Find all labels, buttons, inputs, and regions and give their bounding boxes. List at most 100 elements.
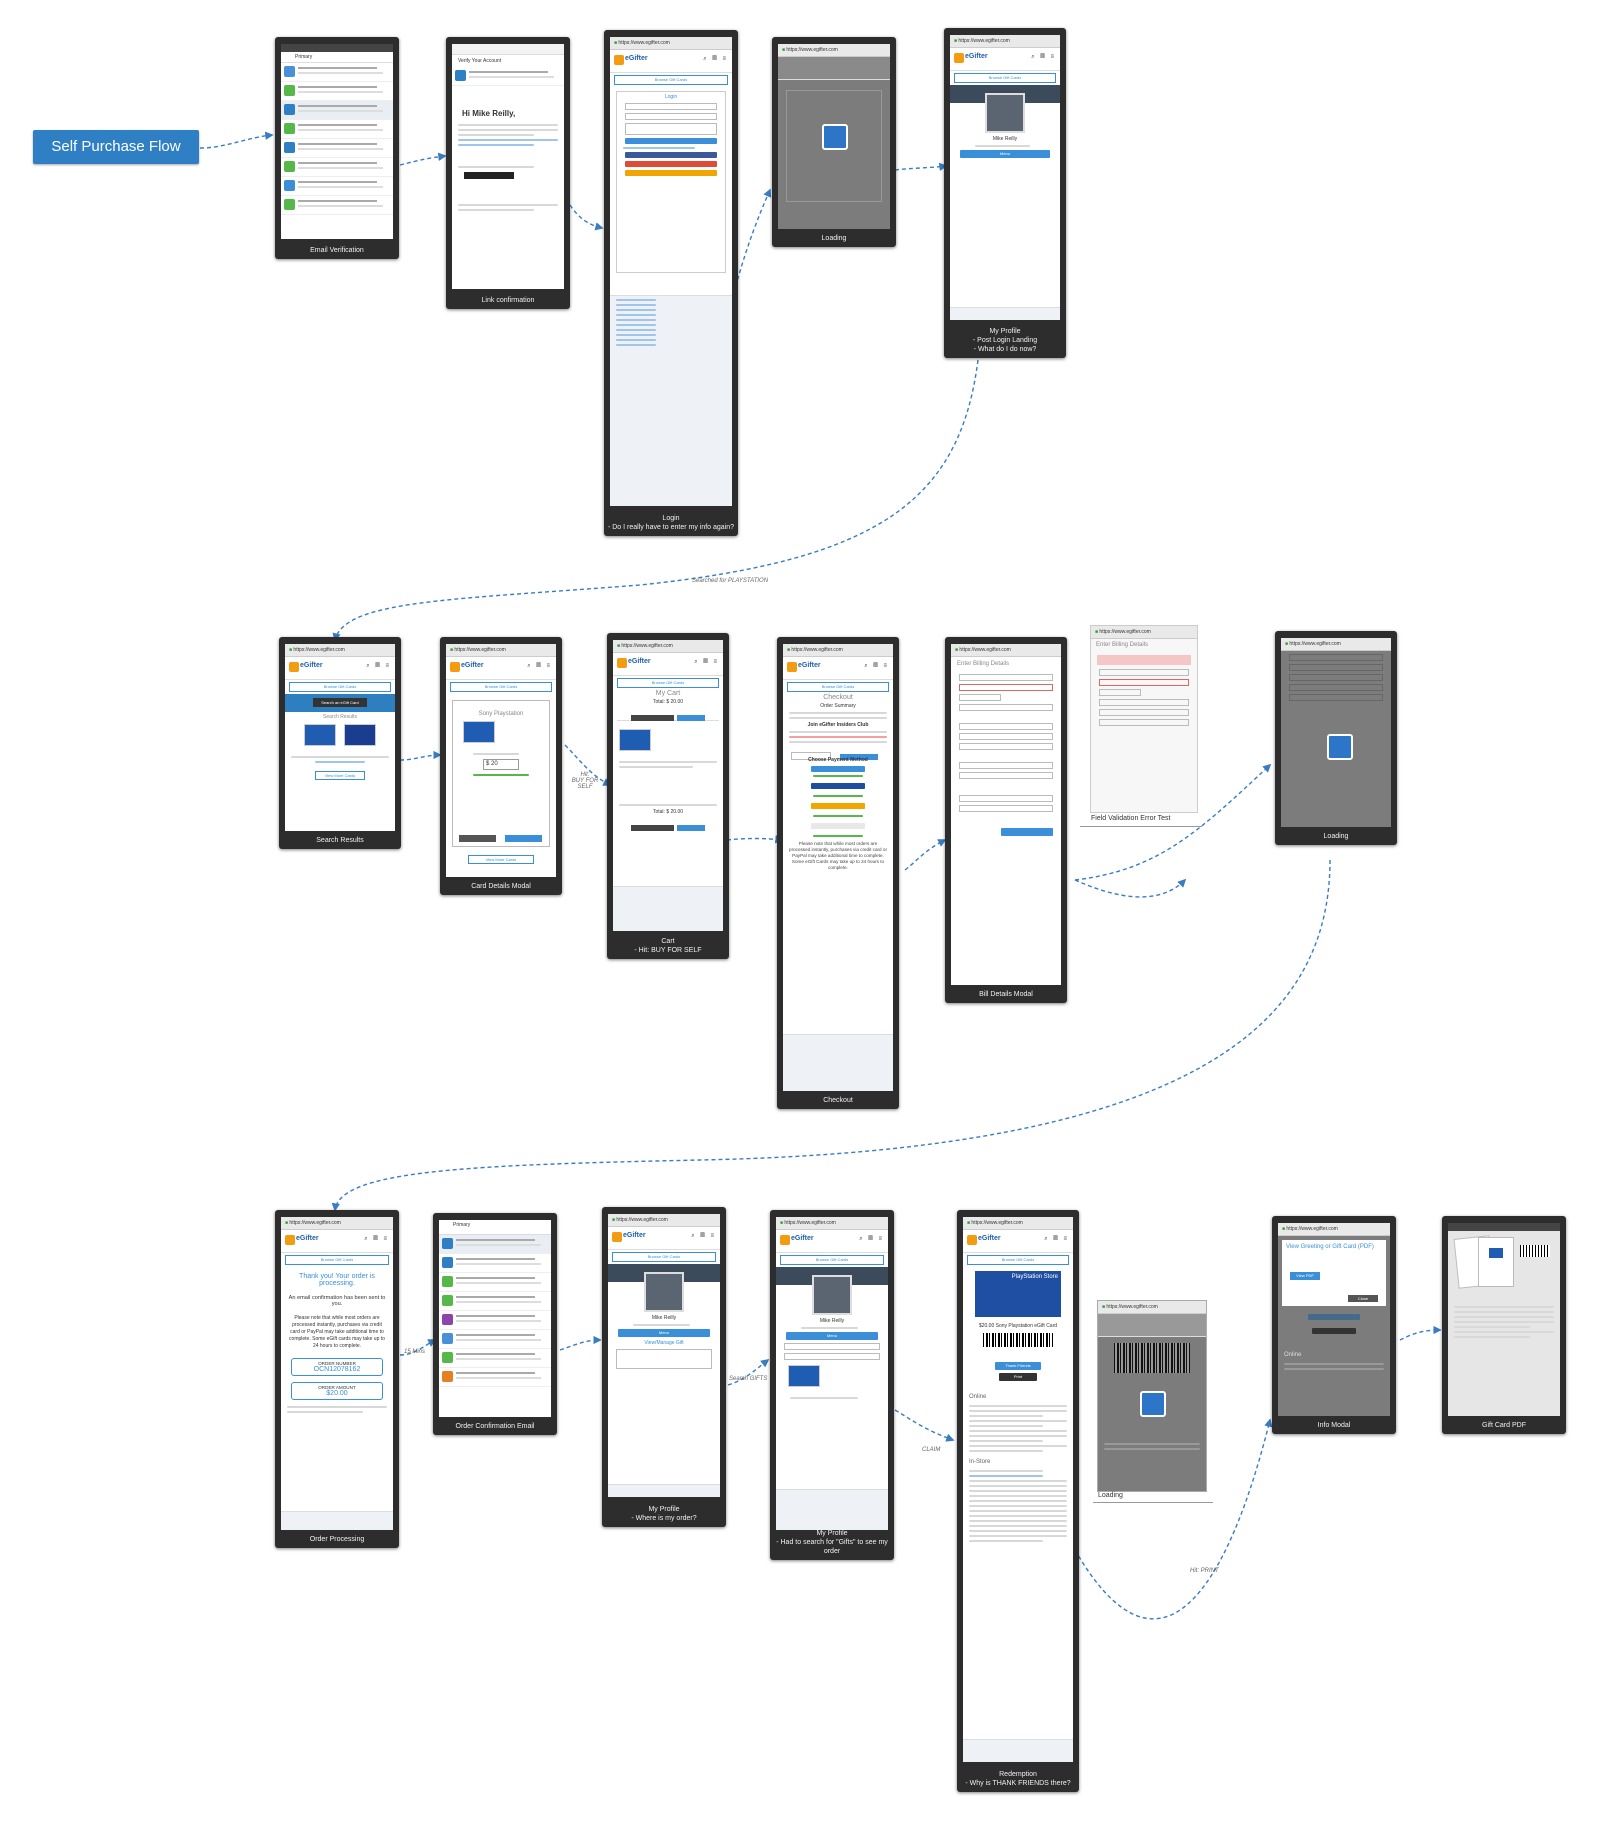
choose-payment-heading: Choose Payment Method <box>808 757 868 763</box>
screen-caption: Search Results <box>316 837 364 844</box>
connector-label-print: Hit: PRINT <box>1190 1568 1219 1574</box>
billing-heading: Enter Billing Details <box>957 661 1010 667</box>
cart-total: Total: $ 20.00 <box>652 699 684 705</box>
pay-bitcoin[interactable] <box>811 823 865 829</box>
connector-label-buy-for-self: Hit: BUY FOR SELF <box>571 772 599 790</box>
send-as-gift-button[interactable] <box>505 835 543 842</box>
menu-button[interactable]: Menu <box>960 150 1050 158</box>
avatar <box>985 93 1025 133</box>
connector <box>399 152 447 166</box>
email-greeting: Hi Mike Reilly, <box>462 109 516 118</box>
profile-name: Mike Reilly <box>992 136 1018 142</box>
connector <box>399 1339 437 1356</box>
login-heading: Login <box>664 94 678 100</box>
greeting-card-page <box>1478 1237 1514 1287</box>
join-insiders: Join eGifter Insiders Club <box>807 722 869 728</box>
connector <box>894 1409 955 1442</box>
cart-heading: My Cart <box>655 690 681 697</box>
info-modal-title: View Greeting or Gift Card (PDF) <box>1286 1244 1374 1250</box>
phone-loading-1: ■ https://www.egifter.com Loading <box>772 37 896 247</box>
phone-login: ■ https://www.egifter.com eGifter⌕ ▤ ≡ B… <box>604 30 738 536</box>
view-pdf-button[interactable]: View PDF <box>1290 1272 1320 1280</box>
order-amount: $20.00 <box>326 1390 348 1397</box>
search-egift-button[interactable]: Search an eGift Card <box>313 698 367 707</box>
browse-gift-cards[interactable]: Browse Gift Cards <box>614 75 728 85</box>
connector <box>569 204 604 231</box>
connector <box>1074 1418 1273 1620</box>
connector <box>564 744 612 786</box>
connector <box>1074 878 1187 898</box>
screen-caption: My Profile - Where is my order? <box>631 1506 697 1522</box>
connector <box>894 162 948 172</box>
thank-friends-button[interactable]: Thank Friends <box>995 1362 1041 1370</box>
barcode <box>983 1333 1053 1347</box>
processing-note: Please note that while most orders are p… <box>289 1315 385 1349</box>
screen-caption: Cart - Hit: BUY FOR SELF <box>634 938 702 954</box>
screen-caption: Gift Card PDF <box>1482 1422 1526 1429</box>
connector <box>331 859 1331 1212</box>
search-results-heading: Search Results <box>323 714 357 720</box>
inbox-primary: Primary <box>281 52 393 63</box>
connector <box>399 750 442 761</box>
connector-label-claim: CLAIM <box>922 1447 941 1453</box>
loading-icon <box>1327 734 1353 760</box>
phone-order-processing: ■ https://www.egifter.com eGifter⌕ ▤ ≡ B… <box>275 1210 399 1548</box>
screen-caption: Field Validation Error Test <box>1091 815 1171 822</box>
screen-caption: Bill Details Modal <box>979 991 1033 998</box>
menu-button[interactable]: Menu <box>618 1329 710 1337</box>
screen-caption: My Profile - Had to search for "Gifts" t… <box>776 1530 888 1555</box>
pay-amex[interactable] <box>811 783 865 789</box>
pay-paypal[interactable] <box>811 803 865 809</box>
playstation-store-card: PlayStation Store <box>975 1271 1061 1317</box>
screen-caption: Redemption - Why is THANK FRIENDS there? <box>965 1771 1071 1787</box>
phone-checkout: ■ https://www.egifter.com eGifter⌕ ▤ ≡ B… <box>777 637 899 1109</box>
checkout-heading: Checkout <box>823 694 853 701</box>
screen-caption: Email Verification <box>310 247 364 254</box>
phone-cart: ■ https://www.egifter.com eGifter⌕ ▤ ≡ B… <box>607 633 729 959</box>
screen-caption: Login - Do I really have to enter my inf… <box>607 515 735 531</box>
view-more-cards-button[interactable]: View More Cards <box>315 771 365 780</box>
phone-email-verification: Primary Email Verification <box>275 37 399 259</box>
error-message <box>1097 655 1191 665</box>
screen-caption: Checkout <box>823 1097 853 1104</box>
connector <box>726 835 784 844</box>
pay-credit-card[interactable] <box>811 766 865 772</box>
view-manage-gift-link[interactable]: View/Manage Gift <box>644 1340 684 1346</box>
phone-my-profile-2: ■ https://www.egifter.com eGifter⌕ ▤ ≡ B… <box>602 1207 726 1527</box>
loading-icon <box>1140 1391 1166 1417</box>
connector <box>559 1335 602 1351</box>
connector <box>1074 763 1272 881</box>
phone-card-details-modal: ■ https://www.egifter.com eGifter⌕ ▤ ≡ B… <box>440 637 562 895</box>
buy-for-self-button[interactable] <box>459 835 496 842</box>
screen-caption: Order Confirmation Email <box>455 1423 535 1430</box>
connector-label-15-mins: 15 Mins <box>404 1349 426 1355</box>
email-confirmation-text: An email confirmation has been sent to y… <box>288 1295 386 1307</box>
menu-button[interactable]: Menu <box>786 1332 878 1340</box>
screen-loading-3: ■ https://www.egifter.com <box>1097 1300 1207 1492</box>
screen-caption: Order Processing <box>309 1536 365 1543</box>
screen-caption: My Profile - Post Login Landing - What d… <box>972 328 1038 353</box>
connector <box>332 359 979 642</box>
print-button[interactable]: Print <box>999 1373 1037 1381</box>
submit-button[interactable] <box>1001 828 1053 836</box>
connector-label-searched: Searched for PLAYSTATION <box>692 578 769 584</box>
price-input[interactable]: $ 20 <box>483 759 519 770</box>
playstation-plus-card[interactable] <box>344 724 377 746</box>
email-subject: Verify Your Account <box>458 58 502 64</box>
order-summary-heading: Order Summary <box>820 703 856 709</box>
thank-you-heading: Thank you! Your order is processing. <box>299 1273 375 1287</box>
card-amount: $20.00 Sony Playstation eGift Card <box>978 1323 1058 1329</box>
close-button[interactable]: Close <box>1348 1295 1378 1302</box>
card-modal-title: Sony Playstation <box>478 711 524 717</box>
loading-icon <box>822 124 848 150</box>
screen-caption: Link confirmation <box>481 297 535 304</box>
playstation-card[interactable] <box>303 724 336 746</box>
order-number-label: ORDER NUMBER <box>318 1361 356 1366</box>
flow-title-button[interactable]: Self Purchase Flow <box>33 130 199 164</box>
phone-loading-2: ■ https://www.egifter.com Loading <box>1275 631 1397 845</box>
screen-caption: Info Modal <box>1317 1422 1351 1429</box>
phone-my-profile-1: ■ https://www.egifter.com eGifter⌕ ▤ ≡ B… <box>944 28 1066 358</box>
in-store-heading: In-Store <box>969 1459 991 1465</box>
phone-gift-card-pdf: Gift Card PDF <box>1442 1216 1566 1434</box>
phone-info-modal: ■ https://www.egifter.com View Greeting … <box>1272 1216 1396 1434</box>
